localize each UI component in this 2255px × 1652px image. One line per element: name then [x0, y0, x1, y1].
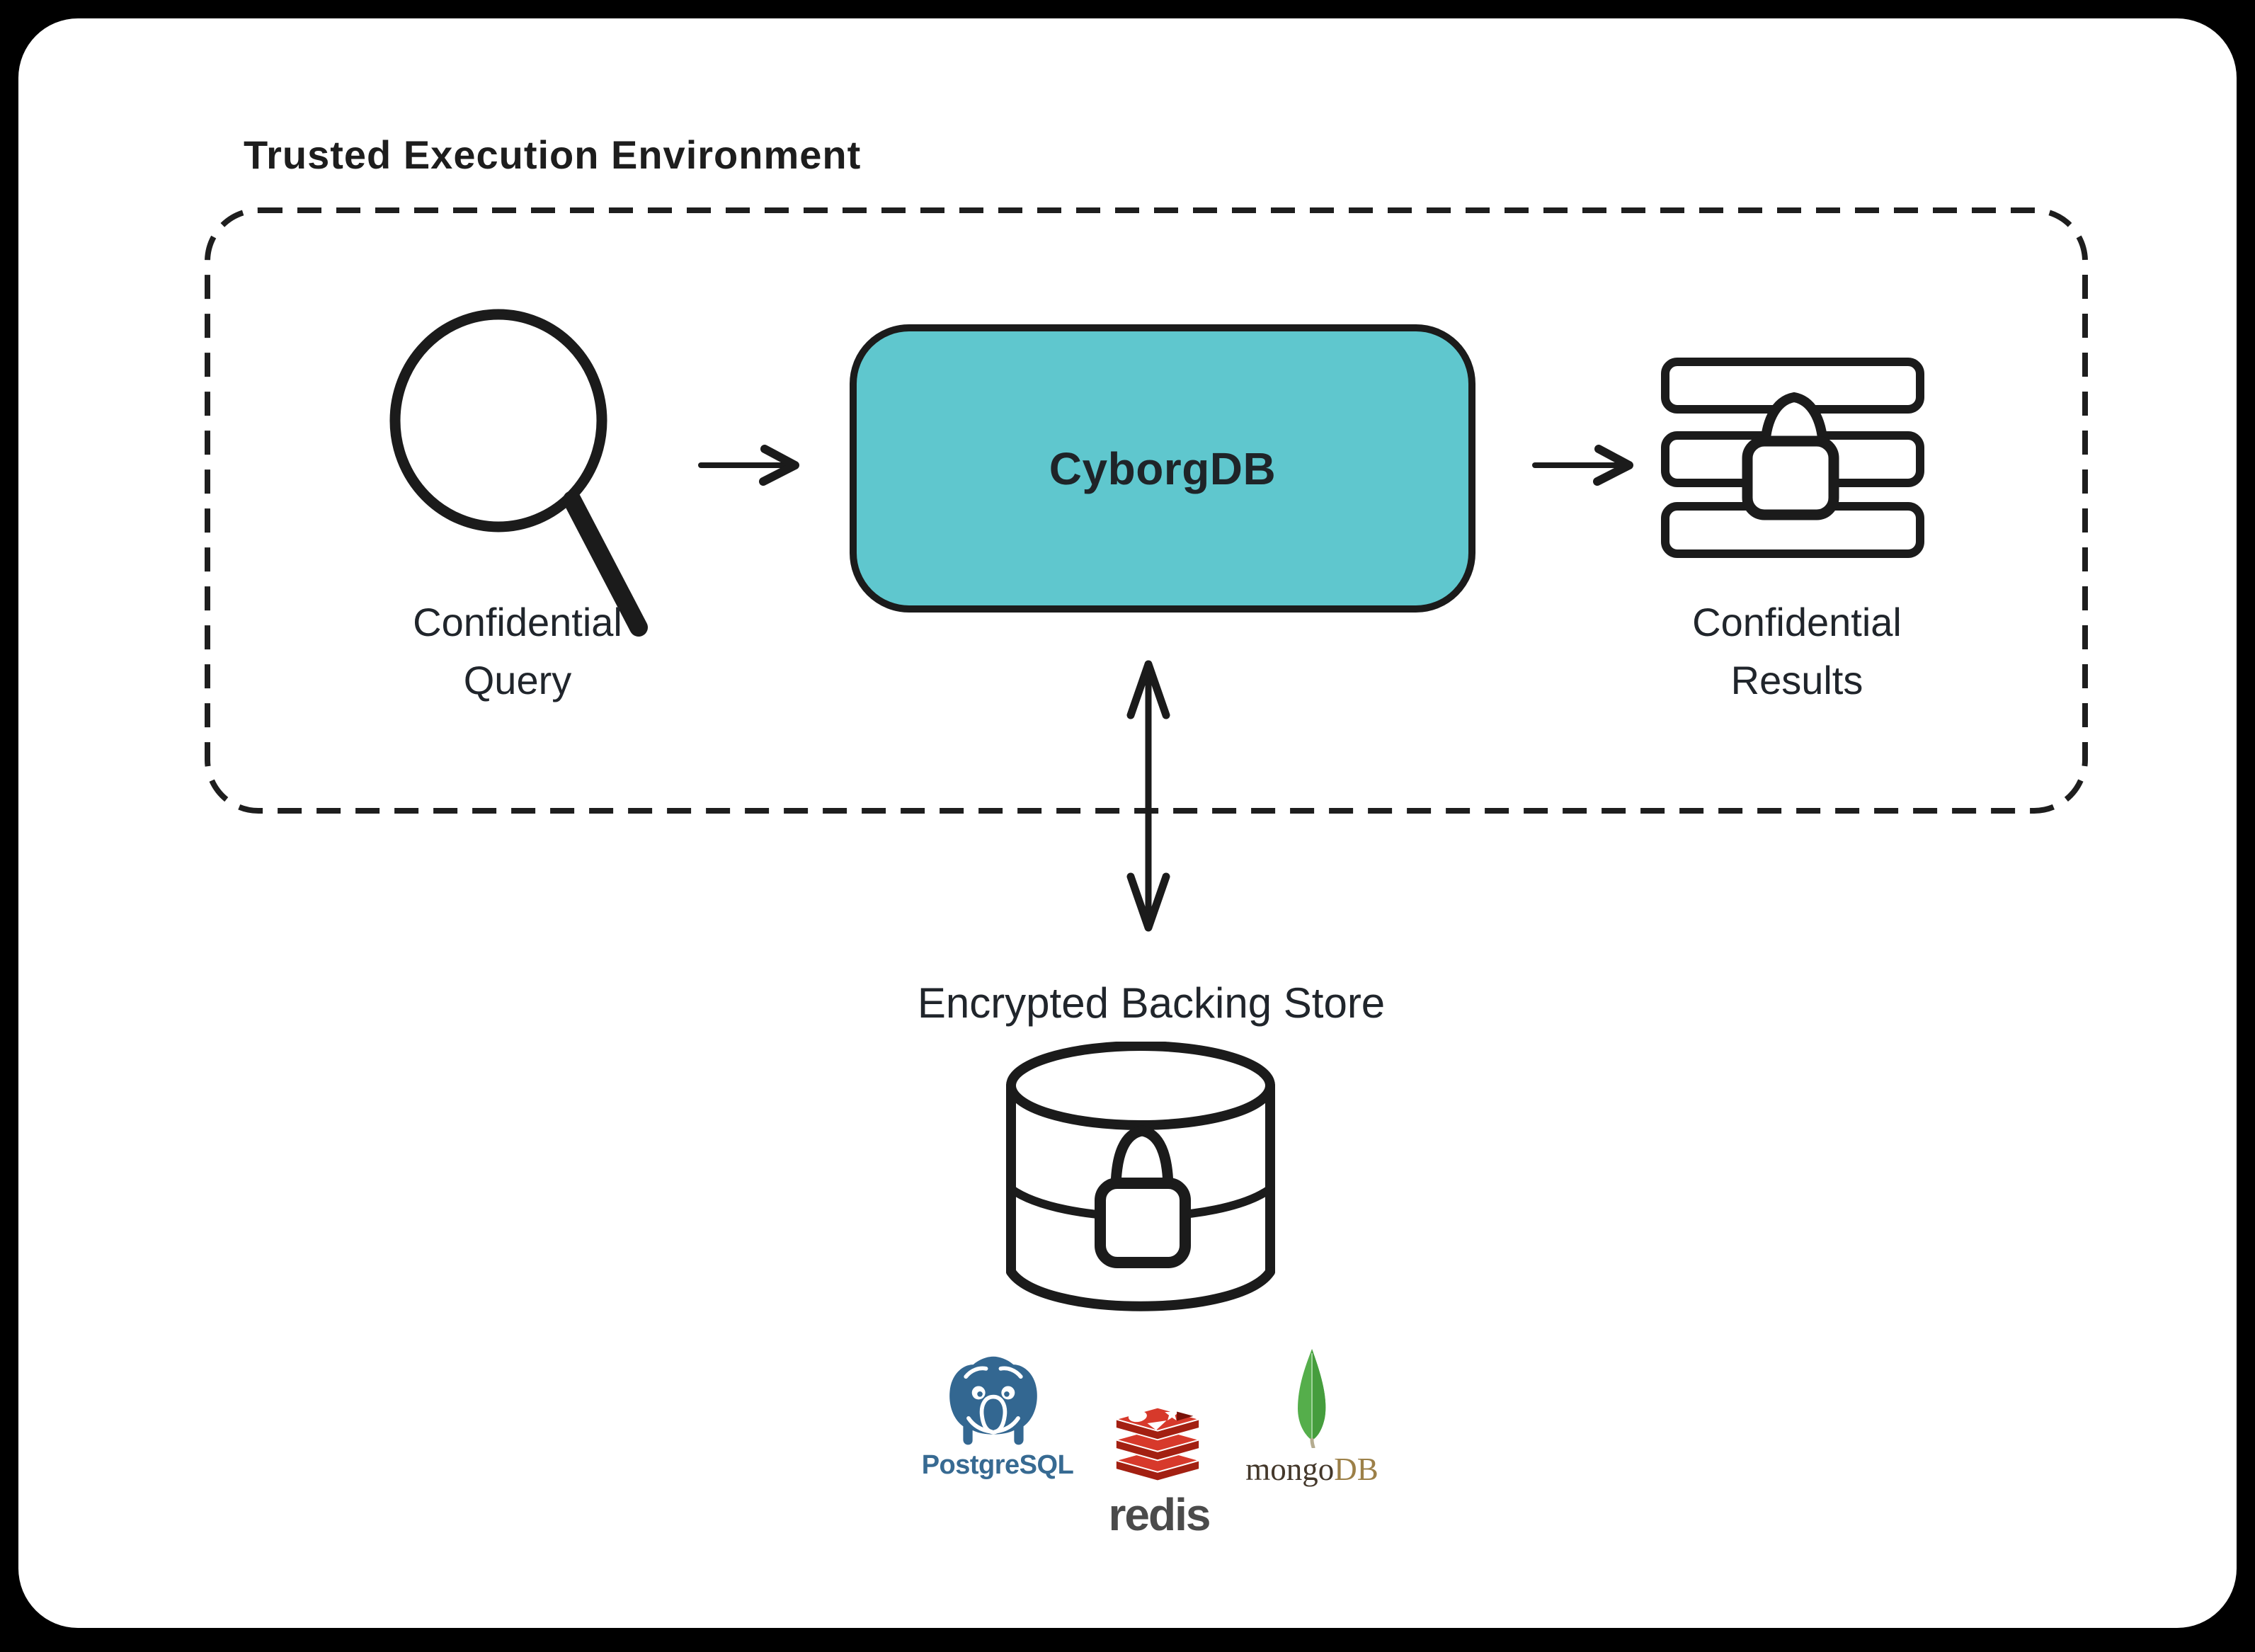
confidential-query-line2: Query — [463, 658, 572, 702]
double-vertical-arrow-icon — [1126, 660, 1170, 932]
confidential-query-label: Confidential Query — [341, 593, 695, 710]
encrypted-backing-store-label: Encrypted Backing Store — [917, 979, 1386, 1027]
redis-cube-icon — [1113, 1406, 1202, 1482]
postgresql-elephant-icon — [949, 1356, 1037, 1445]
cyborgdb-label: CyborgDB — [1049, 443, 1277, 494]
diagram-title: Trusted Execution Environment — [244, 132, 862, 177]
mongodb-wordmark: mongoDB — [1233, 1451, 1391, 1488]
confidential-results-line2: Results — [1730, 658, 1863, 702]
lock-icon — [1095, 1125, 1191, 1268]
postgresql-wordmark: PostgreSQL — [921, 1450, 1074, 1480]
diagram-canvas: Trusted Execution Environment Confidenti… — [18, 18, 2237, 1628]
mongodb-leaf-icon — [1298, 1349, 1326, 1448]
locked-database-icon — [1006, 1042, 1275, 1311]
arrow-right-icon-left — [698, 445, 799, 486]
mongodb-wordmark-part2: DB — [1334, 1452, 1378, 1487]
confidential-results-line1: Confidential — [1692, 600, 1902, 644]
magnifier-icon — [389, 309, 648, 637]
mongodb-wordmark-part1: mongo — [1245, 1452, 1335, 1487]
confidential-query-line1: Confidential — [413, 600, 622, 644]
redis-wordmark: redis — [1108, 1489, 1211, 1540]
redis-slab-top — [1113, 1406, 1202, 1441]
locked-list-icon — [1661, 358, 1924, 558]
arrow-right-icon-right — [1532, 445, 1633, 486]
cyborgdb-node: CyborgDB — [850, 324, 1475, 613]
confidential-results-label: Confidential Results — [1620, 593, 1974, 710]
lock-icon — [1742, 392, 1839, 520]
